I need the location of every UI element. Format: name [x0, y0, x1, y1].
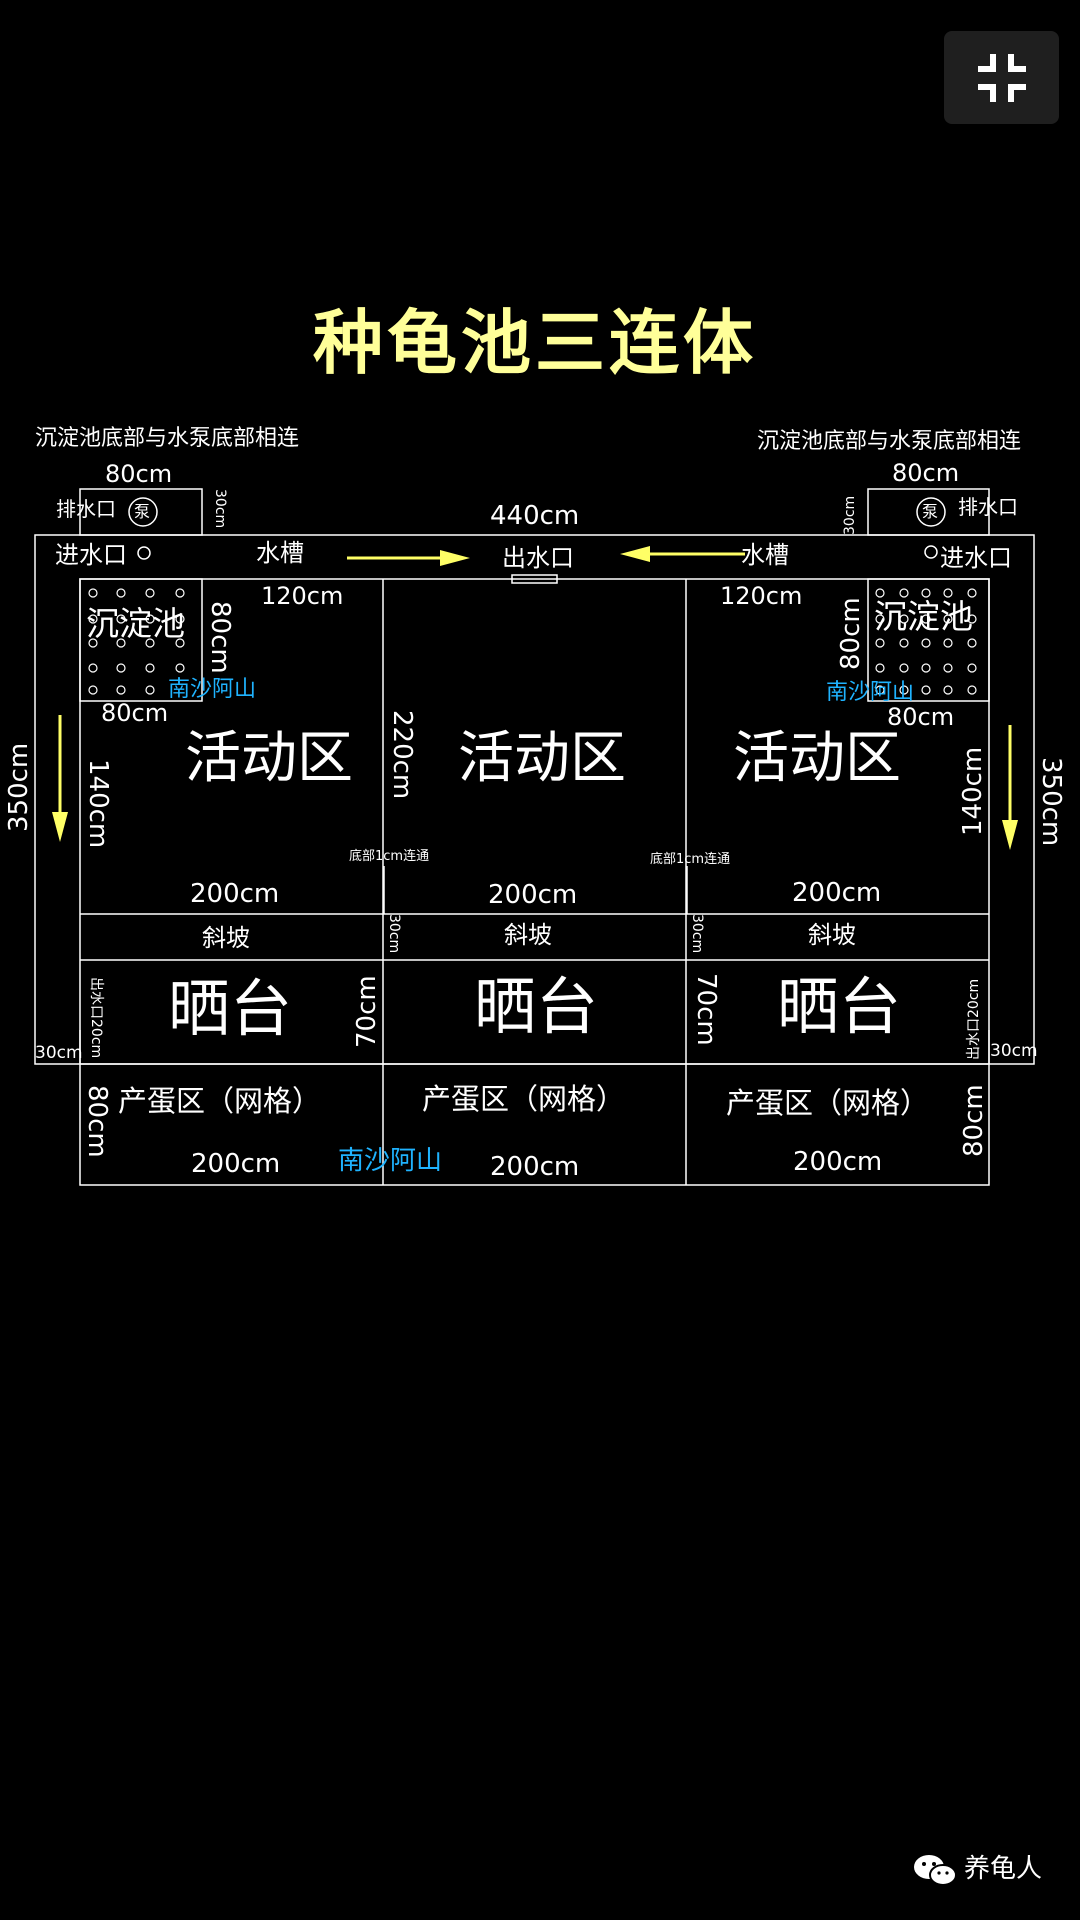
dim-200-activity-3: 200cm — [792, 878, 882, 908]
watermark-large: 南沙阿山 — [338, 1146, 443, 1176]
activity-area-3: 活动区 — [733, 726, 901, 791]
pump-left-icon — [128, 497, 158, 527]
side-outlet-left: 出水口20cm — [88, 977, 104, 1059]
diagram-title: 种龟池三连体 — [313, 302, 757, 384]
pump-right-icon — [916, 497, 946, 527]
wechat-icon — [914, 1855, 957, 1886]
outlet-label: 出水口 — [502, 544, 574, 572]
note-right: 沉淀池底部与水泵底部相连 — [757, 429, 1022, 454]
bottom-link-left: 底部1cm连通 — [349, 849, 430, 864]
dim-80-tank-bottom-left: 80cm — [101, 699, 169, 727]
dim-70-right: 70cm — [691, 973, 721, 1046]
dim-80-tank-right: 80cm — [836, 597, 866, 670]
slope-1: 斜坡 — [202, 924, 250, 952]
trough-left-label: 水槽 — [256, 539, 304, 567]
exit-fullscreen-button[interactable] — [944, 31, 1059, 124]
dim-140-left: 140cm — [83, 759, 113, 849]
activity-area-2: 活动区 — [458, 726, 626, 791]
pump-housing-left — [79, 488, 203, 536]
dim-200-activity-2: 200cm — [488, 880, 578, 910]
slope-2: 斜坡 — [504, 921, 552, 949]
dim-120-left: 120cm — [261, 582, 344, 610]
footer-brand: 养龟人 — [964, 1854, 1043, 1884]
dim-80-top-left: 80cm — [105, 460, 173, 488]
dim-80-laying-left: 80cm — [82, 1085, 112, 1158]
inner-wall — [79, 578, 990, 1186]
dim-30-pump-right: 30cm — [842, 495, 858, 535]
dim-30-outlet-right: 30cm — [990, 1041, 1038, 1061]
dim-80-top-right: 80cm — [892, 459, 960, 487]
settling-tank-right-label: 沉淀池 — [874, 597, 973, 636]
dim-30-slope-1: 30cm — [386, 914, 402, 954]
settling-tank-right — [867, 578, 990, 702]
dim-80-laying-right: 80cm — [959, 1084, 989, 1157]
note-left: 沉淀池底部与水泵底部相连 — [35, 426, 300, 451]
trough-right-label: 水槽 — [741, 541, 789, 569]
dim-30-slope-2: 30cm — [689, 914, 705, 954]
inlet-right-label: 进水口 — [940, 544, 1012, 572]
exit-fullscreen-icon — [978, 54, 1026, 102]
drain-left-label: 排水口 — [56, 497, 116, 521]
pump-right-label: 泵 — [922, 502, 939, 521]
dim-200-laying-1: 200cm — [191, 1149, 281, 1179]
laying-area-3: 产蛋区（网格） — [726, 1086, 930, 1120]
drain-right-label: 排水口 — [958, 495, 1018, 519]
settling-tank-left-label: 沉淀池 — [86, 604, 185, 643]
dim-30-outlet-left: 30cm — [35, 1043, 83, 1063]
dim-200-activity-1: 200cm — [190, 879, 280, 909]
dim-440: 440cm — [490, 501, 580, 531]
dim-200-laying-2: 200cm — [490, 1152, 580, 1182]
pump-left-label: 泵 — [134, 502, 151, 521]
pump-housing-right — [867, 488, 990, 536]
laying-area-1: 产蛋区（网格） — [118, 1084, 322, 1118]
slope-3: 斜坡 — [808, 921, 856, 949]
dim-220: 220cm — [387, 710, 417, 800]
dim-120-right: 120cm — [720, 582, 803, 610]
dim-350-right: 350cm — [1036, 757, 1066, 847]
dim-70-left: 70cm — [352, 975, 382, 1048]
basking-platform-1: 晒台 — [168, 972, 293, 1045]
settling-tank-left — [79, 578, 203, 702]
basking-platform-2: 晒台 — [474, 970, 599, 1043]
inlet-left-label: 进水口 — [55, 541, 127, 569]
dim-80-tank-bottom-right: 80cm — [887, 703, 955, 731]
dim-30-pump-left: 30cm — [212, 489, 228, 529]
laying-area-2: 产蛋区（网格） — [422, 1082, 626, 1116]
dim-140-right: 140cm — [958, 746, 988, 836]
dim-350-left: 350cm — [4, 742, 34, 832]
dim-80-tank-left: 80cm — [205, 601, 235, 674]
bottom-link-right: 底部1cm连通 — [650, 852, 731, 867]
watermark-small-right: 南沙阿山 — [826, 680, 915, 705]
dim-200-laying-3: 200cm — [793, 1147, 883, 1177]
side-outlet-right: 出水口20cm — [966, 978, 982, 1060]
activity-area-1: 活动区 — [185, 726, 353, 791]
watermark-small-left: 南沙阿山 — [168, 677, 257, 702]
basking-platform-3: 晒台 — [777, 970, 902, 1043]
